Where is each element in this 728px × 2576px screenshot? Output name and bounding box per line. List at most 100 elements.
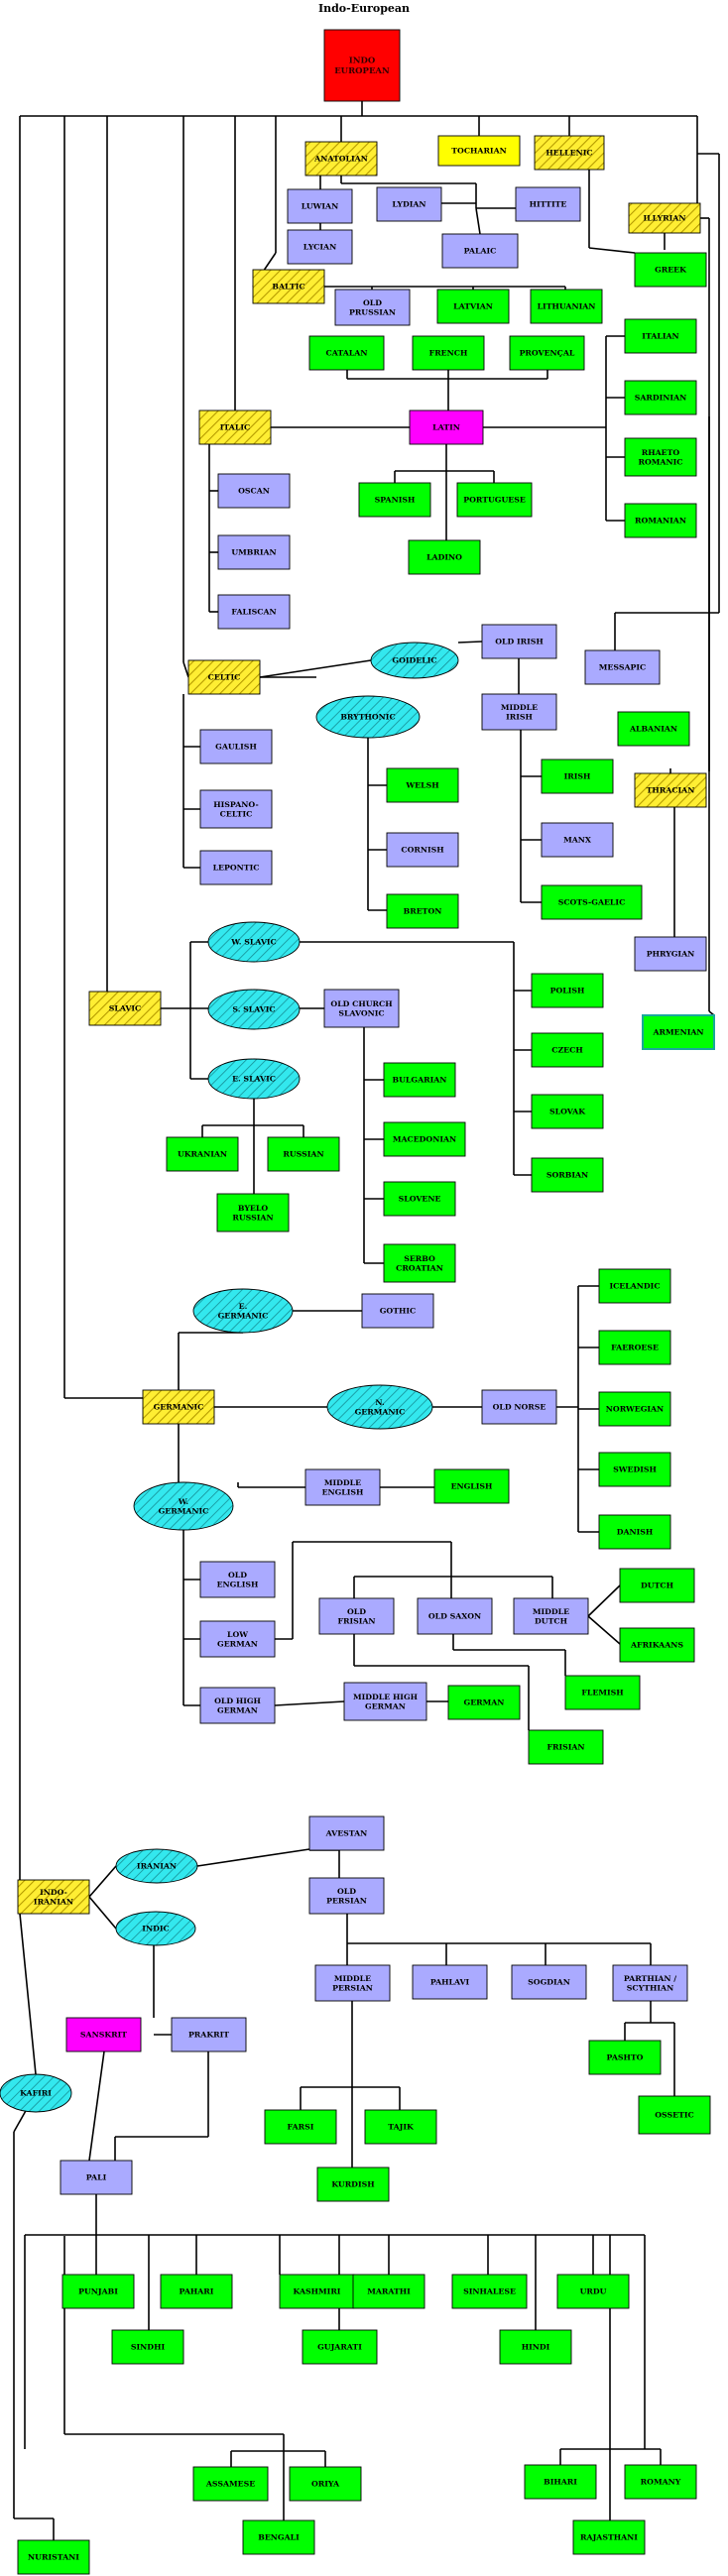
node-label: OLD IRISH: [495, 638, 544, 646]
node-italian: ITALIAN: [624, 318, 697, 354]
node-label: OSSETIC: [655, 2111, 693, 2120]
node-shape: [628, 202, 701, 234]
node-shape: [160, 2274, 233, 2309]
node-shape: [417, 1597, 493, 1635]
node-label: CORNISH: [401, 846, 444, 855]
node-shape: [524, 2464, 597, 2500]
node-shape: [499, 2329, 572, 2365]
node-shape: [198, 410, 272, 445]
node-shape: [17, 2539, 90, 2575]
node-rajasthani: RAJASTHANI: [572, 2519, 646, 2555]
node-label: SLAVONIC: [338, 1009, 384, 1018]
node-label: SLOVENE: [399, 1195, 441, 1204]
node-label: ROMANIC: [639, 458, 683, 467]
node-welsh: WELSH: [386, 767, 459, 803]
node-shape: [376, 186, 442, 222]
connector-line: [88, 1865, 117, 1898]
node-indo-iranian: INDO-IRANIAN: [17, 1879, 90, 1915]
node-label: OLD HIGH: [214, 1697, 261, 1705]
node-label: IRANIAN: [137, 1862, 177, 1871]
node-label: GOTHIC: [380, 1307, 416, 1316]
node-label: SWEDISH: [613, 1465, 657, 1474]
node-label: GUJARATI: [317, 2343, 362, 2352]
node-label: MIDDLE HIGH: [353, 1693, 419, 1701]
node-label: TOCHARIAN: [451, 147, 507, 156]
node-germanic: GERMANIC: [142, 1389, 215, 1425]
node-lycian: LYCIAN: [287, 229, 353, 265]
node-label: ROMANIAN: [635, 517, 686, 526]
node-label: PRUSSIAN: [349, 308, 396, 317]
node-label: RUSSIAN: [283, 1150, 323, 1159]
node-gujarati: GUJARATI: [302, 2329, 378, 2365]
node-french: FRENCH: [412, 335, 485, 371]
node-romany: ROMANY: [624, 2464, 697, 2500]
node-urdu: URDU: [556, 2274, 630, 2309]
node-kashmiri: KASHMIRI: [279, 2274, 355, 2309]
node-shape: [267, 1136, 340, 1172]
node-scots-gaelic: SCOTS-GAELIC: [541, 884, 643, 920]
node-shape: [598, 1452, 671, 1487]
node-old-irish: OLD IRISH: [481, 624, 557, 659]
node-shape: [358, 482, 431, 518]
node-marathi: MARATHI: [352, 2274, 425, 2309]
node-label: PALAIC: [464, 247, 497, 256]
node-shape: [638, 2095, 711, 2135]
node-shape: [383, 1243, 456, 1283]
node-shape: [534, 135, 605, 171]
node-hindi: HINDI: [499, 2329, 572, 2365]
connector-line: [587, 1584, 621, 1617]
node-label: IRISH: [506, 713, 533, 722]
node-shape: [564, 1675, 641, 1710]
node-label: BIHARI: [544, 2478, 577, 2487]
node-assamese: ASSAMESE: [192, 2466, 269, 2502]
node-shape: [323, 989, 400, 1028]
node-brythonic: BRYTHONIC: [315, 695, 421, 739]
node-label: IRISH: [564, 772, 591, 781]
connector-line: [182, 661, 189, 678]
node-label: OSCAN: [238, 487, 270, 496]
node-label: BRETON: [404, 907, 442, 916]
connector-line: [259, 659, 372, 678]
node-shape: [217, 473, 291, 509]
node-label: AFRIKAANS: [630, 1641, 683, 1650]
node-label: HISPANO-: [213, 800, 258, 809]
node-gaulish: GAULISH: [199, 729, 273, 764]
node-label: OLD SAXON: [428, 1612, 481, 1621]
node-old-saxon: OLD SAXON: [417, 1597, 493, 1635]
node-faeroese: FAEROESE: [598, 1330, 671, 1365]
node-sanskrit: SANSKRIT: [65, 2017, 142, 2052]
node-greek: GREEK: [634, 252, 707, 288]
node-shape: [364, 2109, 437, 2145]
node-label: ITALIC: [220, 423, 250, 432]
node-label: LYCIAN: [303, 243, 336, 252]
node-shape: [386, 767, 459, 803]
node-cornish: CORNISH: [386, 832, 459, 868]
node-iranian: IRANIAN: [115, 1848, 198, 1884]
node-label: LATIN: [432, 423, 460, 432]
node-label: DUTCH: [535, 1617, 568, 1626]
node-shape: [302, 2329, 378, 2365]
node-italic: ITALIC: [198, 410, 272, 445]
node-label: ORIYA: [311, 2480, 340, 2489]
node-label: FRENCH: [429, 349, 468, 358]
node-ukranian: UKRANIAN: [166, 1136, 239, 1172]
node-shape: [252, 269, 325, 304]
node-shape: [361, 1293, 434, 1329]
node-shape: [279, 2274, 355, 2309]
node-shape: [598, 1330, 671, 1365]
node-oriya: ORIYA: [289, 2466, 362, 2502]
node-label: OLD: [337, 1887, 356, 1896]
node-label: MESSAPIC: [599, 663, 646, 672]
node-shape: [216, 1193, 290, 1232]
node-sinhalese: SINHALESE: [451, 2274, 528, 2309]
node-farsi: FARSI: [264, 2109, 337, 2145]
node-shape: [171, 2017, 247, 2052]
node-shape: [287, 188, 353, 224]
node-umbrian: UMBRIAN: [217, 534, 291, 570]
node-breton: BRETON: [386, 893, 459, 929]
